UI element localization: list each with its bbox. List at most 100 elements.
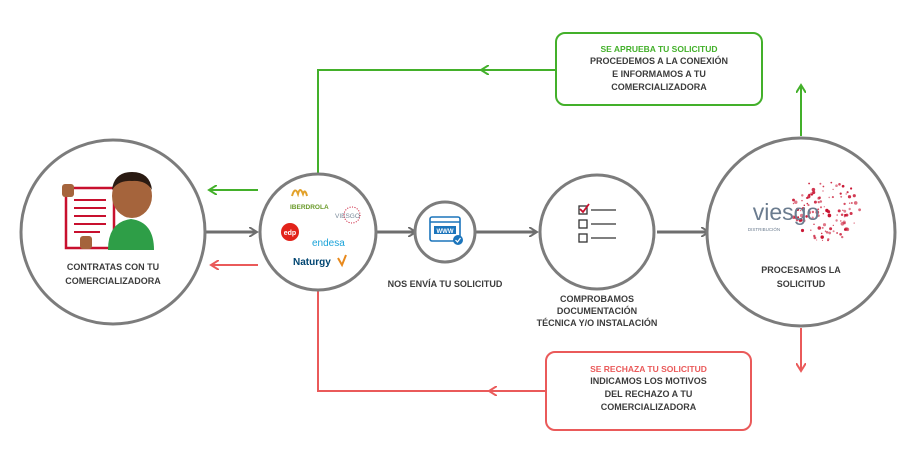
- viesgo-dot: [847, 195, 852, 199]
- viesgo-dot: [858, 208, 862, 212]
- viesgo-dot: [792, 198, 795, 202]
- viesgo-dot: [798, 219, 802, 223]
- viesgo-dot: [821, 226, 824, 229]
- viesgo-dot: [822, 190, 824, 192]
- viesgo-dot: [799, 213, 804, 218]
- rejected-line2: DEL RECHAZO A TU: [604, 389, 693, 399]
- viesgo-dot: [840, 195, 843, 198]
- viesgo-dot: [824, 230, 827, 232]
- viesgo-dot: [827, 239, 829, 242]
- viesgo-dot: [795, 218, 799, 222]
- viesgo-dot: [848, 202, 851, 204]
- svg-text:Naturgy: Naturgy: [293, 257, 331, 268]
- viesgo-dot: [821, 239, 824, 242]
- viesgo-dot: [803, 211, 805, 213]
- approved-line2: E INFORMAMOS A TU: [612, 69, 706, 79]
- viesgo-dot: [807, 204, 810, 207]
- viesgo-dot: [800, 228, 805, 233]
- viesgo-dot: [820, 232, 823, 235]
- viesgo-dot: [828, 231, 832, 235]
- send-label: NOS ENVÍA TU SOLICITUD: [388, 279, 503, 289]
- viesgo-dot: [811, 187, 816, 192]
- viesgo-dot: [843, 209, 847, 213]
- viesgo-dot: [835, 184, 838, 187]
- viesgo-dot: [810, 218, 813, 220]
- client-label-line1: CONTRATAS CON TU: [67, 262, 159, 272]
- viesgo-dot: [839, 192, 842, 195]
- viesgo-dot: [832, 188, 834, 191]
- viesgo-dot: [840, 220, 842, 222]
- svg-text:WWW: WWW: [437, 229, 454, 235]
- viesgo-dot: [817, 208, 820, 211]
- viesgo-dot: [828, 196, 831, 199]
- viesgo-dot: [810, 229, 812, 231]
- viesgo-dot: [827, 210, 831, 214]
- viesgo-dot: [837, 209, 841, 213]
- retailers-circle: [258, 172, 378, 292]
- viesgo-dot: [794, 200, 798, 204]
- process-label-line2: SOLICITUD: [777, 279, 826, 289]
- viesgo-dot: [823, 206, 825, 208]
- viesgo-dot: [852, 194, 856, 198]
- approved-line3: COMERCIALIZADORA: [611, 82, 707, 92]
- viesgo-dot: [813, 234, 816, 238]
- viesgo-dot: [799, 209, 802, 212]
- viesgo-dot: [836, 232, 838, 234]
- viesgo-dot: [815, 210, 820, 215]
- client-icon: [62, 172, 154, 250]
- viesgo-dot: [805, 197, 808, 199]
- viesgo-dot: [792, 202, 795, 205]
- approved-line1: PROCEDEMOS A LA CONEXIÓN: [589, 56, 728, 66]
- viesgo-dot: [815, 239, 818, 241]
- viesgo-dot: [844, 213, 847, 217]
- viesgo-dot: [801, 206, 806, 211]
- viesgo-dot: [819, 200, 823, 203]
- viesgo-dot: [811, 210, 815, 214]
- viesgo-dot: [819, 206, 823, 209]
- viesgo-dot: [843, 202, 846, 206]
- viesgo-dot: [835, 219, 838, 222]
- viesgo-dot: [841, 184, 845, 188]
- viesgo-dot: [853, 222, 855, 224]
- viesgo-dot: [827, 213, 832, 218]
- viesgo-dot: [813, 223, 815, 225]
- rejected-line3: COMERCIALIZADORA: [600, 402, 697, 412]
- viesgo-dot: [832, 224, 834, 227]
- viesgo-dot: [791, 215, 796, 219]
- viesgo-dot: [819, 182, 822, 185]
- viesgo-dot: [841, 235, 844, 239]
- viesgo-dot: [801, 194, 804, 197]
- viesgo-dot: [831, 196, 834, 199]
- approved-heading: SE APRUEBA TU SOLICITUD: [600, 44, 718, 54]
- viesgo-dot: [822, 223, 827, 227]
- check-label-line1: COMPROBAMOS: [560, 294, 634, 304]
- viesgo-dot: [840, 213, 844, 216]
- rejected-line1: INDICAMOS LOS MOTIVOS: [590, 376, 707, 386]
- viesgo-brand-subtext: DISTRIBUCIÓN: [748, 226, 780, 232]
- viesgo-dot: [813, 236, 817, 240]
- viesgo-dot: [817, 214, 820, 217]
- viesgo-brand-text: viesgo: [753, 199, 819, 225]
- svg-text:IBERDROLA: IBERDROLA: [290, 204, 329, 211]
- check-circle: [538, 173, 656, 291]
- naturgy-logo: Naturgy: [293, 254, 347, 268]
- viesgo-dot: [850, 187, 853, 190]
- viesgo-dot: [806, 202, 809, 205]
- viesgo-dots-icon: [791, 181, 862, 242]
- check-label-line2: DOCUMENTACIÓN: [557, 305, 637, 316]
- viesgo-dot: [808, 193, 811, 197]
- edp-logo: edp: [281, 223, 299, 241]
- svg-text:VIESGO: VIESGO: [335, 213, 360, 220]
- viesgo-dot: [838, 183, 841, 186]
- viesgo-dot: [801, 199, 803, 202]
- viesgo-dot: [808, 182, 810, 185]
- viesgo-dot: [817, 226, 822, 230]
- viesgo-dot: [813, 200, 817, 204]
- viesgo-dot: [849, 211, 853, 216]
- checklist-icon: [578, 203, 616, 243]
- viesgo-dot: [822, 213, 824, 215]
- viesgo-dot: [830, 181, 833, 184]
- reject-path-left: [317, 290, 545, 392]
- viesgo-dot: [795, 207, 800, 212]
